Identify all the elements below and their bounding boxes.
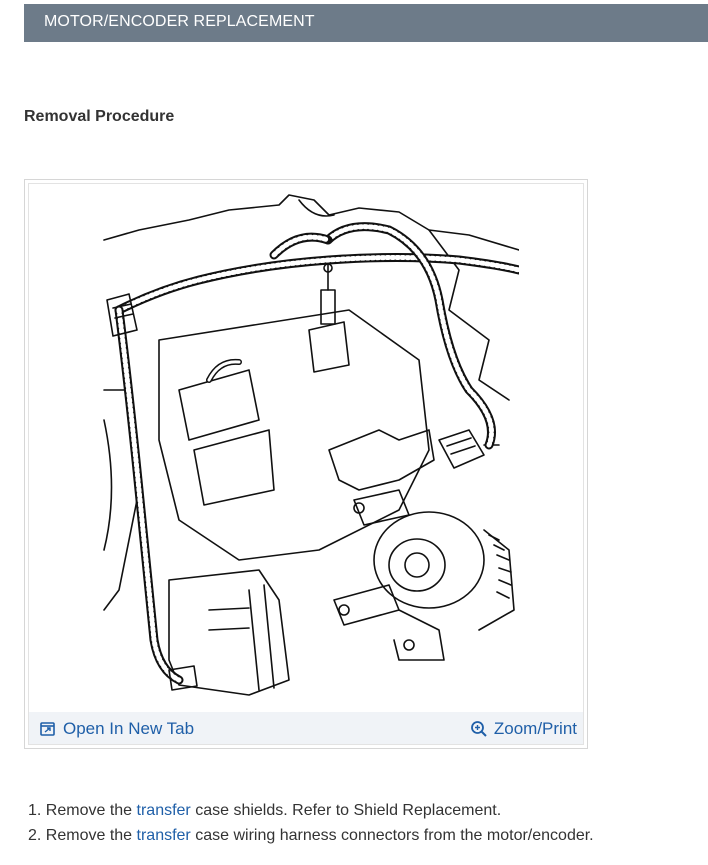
open-in-new-tab-link[interactable]: Open In New Tab bbox=[39, 719, 194, 739]
step-text: Remove the bbox=[45, 802, 137, 819]
figure-toolbar: Open In New Tab Zoom/Print bbox=[29, 712, 583, 744]
figure-frame: Open In New Tab Zoom/Print bbox=[24, 179, 588, 749]
zoom-print-label: Zoom/Print bbox=[493, 719, 577, 738]
motor-encoder-diagram bbox=[103, 194, 519, 696]
zoom-print-link[interactable]: Zoom/Print bbox=[470, 719, 577, 739]
step-item: 1. Remove the transfer case shields. Ref… bbox=[28, 798, 594, 823]
procedure-steps: 1. Remove the transfer case shields. Ref… bbox=[28, 798, 594, 848]
page-title: MOTOR/ENCODER REPLACEMENT bbox=[44, 13, 315, 30]
step-number: 2. bbox=[28, 827, 42, 844]
open-in-new-tab-label: Open In New Tab bbox=[63, 719, 195, 738]
step-item: 2. Remove the transfer case wiring harne… bbox=[28, 823, 594, 848]
step-text: case wiring harness connectors from the … bbox=[190, 827, 594, 844]
transfer-link[interactable]: transfer bbox=[136, 827, 191, 844]
transfer-link[interactable]: transfer bbox=[136, 802, 191, 819]
section-title: Removal Procedure bbox=[24, 108, 175, 125]
figure-inner: Open In New Tab Zoom/Print bbox=[28, 183, 584, 745]
zoom-magnifier-icon bbox=[470, 721, 487, 737]
step-number: 1. bbox=[28, 802, 42, 819]
step-text: Remove the bbox=[45, 827, 137, 844]
open-new-tab-icon bbox=[40, 722, 55, 736]
page-header: MOTOR/ENCODER REPLACEMENT bbox=[24, 4, 708, 42]
step-text: case shields. Refer to Shield Replacemen… bbox=[190, 802, 502, 819]
